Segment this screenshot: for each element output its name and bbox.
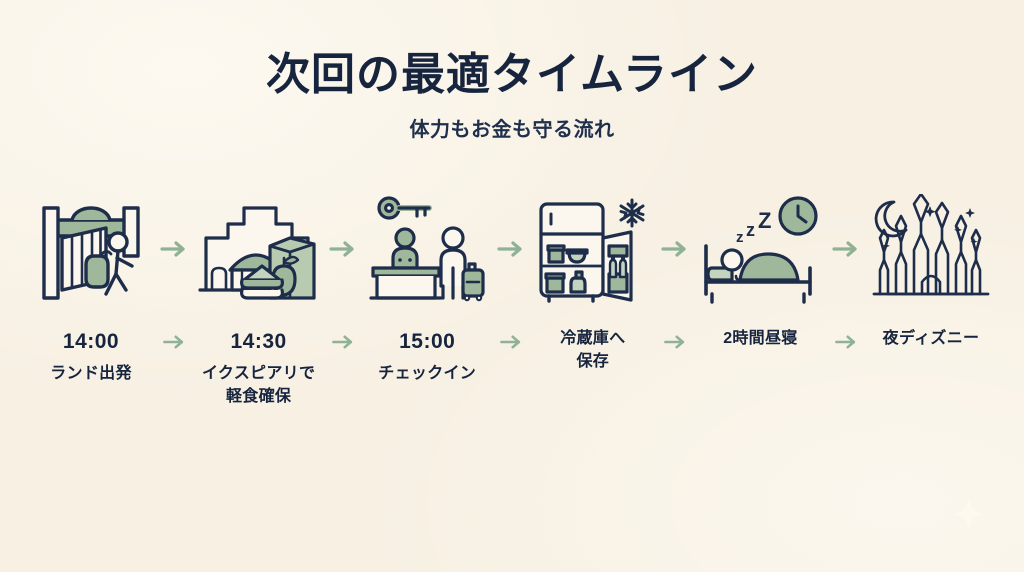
timeline-connector-4 bbox=[651, 194, 699, 355]
slide-header: 次回の最適タイムライン 体力もお金も守る流れ bbox=[0, 0, 1024, 142]
timeline-step-labels: 冷蔵庫へ 保存 bbox=[560, 328, 625, 372]
timeline-step-hotel-checkin[interactable]: 15:00 チェックイン bbox=[367, 194, 487, 384]
arrow-right-icon bbox=[497, 241, 522, 257]
arrow-row-label-3 bbox=[498, 328, 524, 355]
page-title: 次回の最適タイムライン bbox=[266, 50, 758, 99]
timeline-step-depart-land[interactable]: 14:00 ランド出発 bbox=[32, 194, 150, 384]
arrow-right-icon bbox=[332, 335, 353, 349]
timeline-step-labels: 15:00 チェックイン bbox=[378, 328, 476, 384]
arrow-row-label-2 bbox=[330, 328, 356, 355]
arrow-row-icon-1 bbox=[159, 194, 189, 304]
arrow-right-icon bbox=[835, 335, 856, 349]
svg-text:z: z bbox=[736, 229, 744, 246]
arrow-right-icon bbox=[160, 241, 185, 257]
step-time: 14:00 bbox=[62, 330, 120, 354]
svg-text:z: z bbox=[746, 220, 755, 240]
timeline-connector-3 bbox=[487, 194, 535, 355]
bed-sleeping-clock-icon: z z Z bbox=[698, 194, 822, 304]
step-time: 14:30 bbox=[230, 330, 287, 354]
step-text-line-2: 保存 bbox=[576, 353, 610, 371]
timeline-step-labels: 14:30 イクスピアリで 軽食確保 bbox=[202, 328, 315, 407]
castle-moon-stars-icon bbox=[870, 194, 992, 304]
svg-text:Z: Z bbox=[758, 208, 771, 233]
arrow-row-icon-4 bbox=[660, 194, 690, 304]
refrigerator-snowflake-icon bbox=[535, 194, 651, 304]
arrow-row-icon-2 bbox=[328, 194, 358, 304]
timeline-connector-1 bbox=[150, 194, 198, 355]
timeline-step-labels: 14:00 ランド出発 bbox=[50, 328, 132, 384]
timeline-step-ikspiari-snack[interactable]: 14:30 イクスピアリで 軽食確保 bbox=[198, 194, 320, 407]
timeline-connector-5 bbox=[822, 194, 870, 355]
timeline-connector-2 bbox=[320, 194, 368, 355]
step-time: 15:00 bbox=[399, 330, 456, 354]
arrow-row-icon-3 bbox=[496, 194, 526, 304]
arrow-row-icon-5 bbox=[831, 194, 861, 304]
step-text-line-2: 軽食確保 bbox=[226, 388, 292, 406]
arrow-right-icon bbox=[329, 241, 355, 257]
step-text-line-1: 冷蔵庫へ bbox=[560, 330, 626, 348]
timeline-steps: 14:00 ランド出発 bbox=[32, 194, 992, 407]
step-text-line-1: 2時間昼寝 bbox=[723, 330, 798, 348]
timeline-step-store-in-fridge[interactable]: 冷蔵庫へ 保存 bbox=[535, 194, 651, 372]
arrow-right-icon bbox=[663, 335, 684, 349]
arrow-row-label-5 bbox=[833, 328, 859, 355]
timeline-step-labels: 2時間昼寝 bbox=[723, 328, 797, 349]
arrow-row-label-1 bbox=[161, 328, 187, 355]
step-text-line-1: イクスピアリで bbox=[201, 364, 316, 382]
timeline-step-labels: 夜ディズニー bbox=[883, 328, 980, 349]
arrow-row-label-4 bbox=[662, 328, 688, 355]
arrow-right-icon bbox=[660, 241, 686, 257]
mall-grocery-snack-icon bbox=[198, 194, 320, 304]
arrow-right-icon bbox=[500, 335, 521, 349]
park-gate-walker-icon bbox=[32, 194, 150, 304]
step-text-line-1: 夜ディズニー bbox=[882, 330, 980, 348]
timeline-step-two-hour-nap[interactable]: z z Z 2時間昼寝 bbox=[698, 194, 822, 349]
sparkle-icon bbox=[952, 497, 986, 536]
hotel-reception-key-icon bbox=[367, 194, 487, 304]
step-text-line-1: チェックイン bbox=[378, 364, 477, 382]
arrow-right-icon bbox=[832, 241, 857, 257]
arrow-right-icon bbox=[162, 335, 183, 349]
step-text-line-1: ランド出発 bbox=[50, 364, 132, 382]
timeline-step-night-disney[interactable]: 夜ディズニー bbox=[870, 194, 992, 349]
page-subtitle: 体力もお金も守る流れ bbox=[409, 119, 615, 142]
